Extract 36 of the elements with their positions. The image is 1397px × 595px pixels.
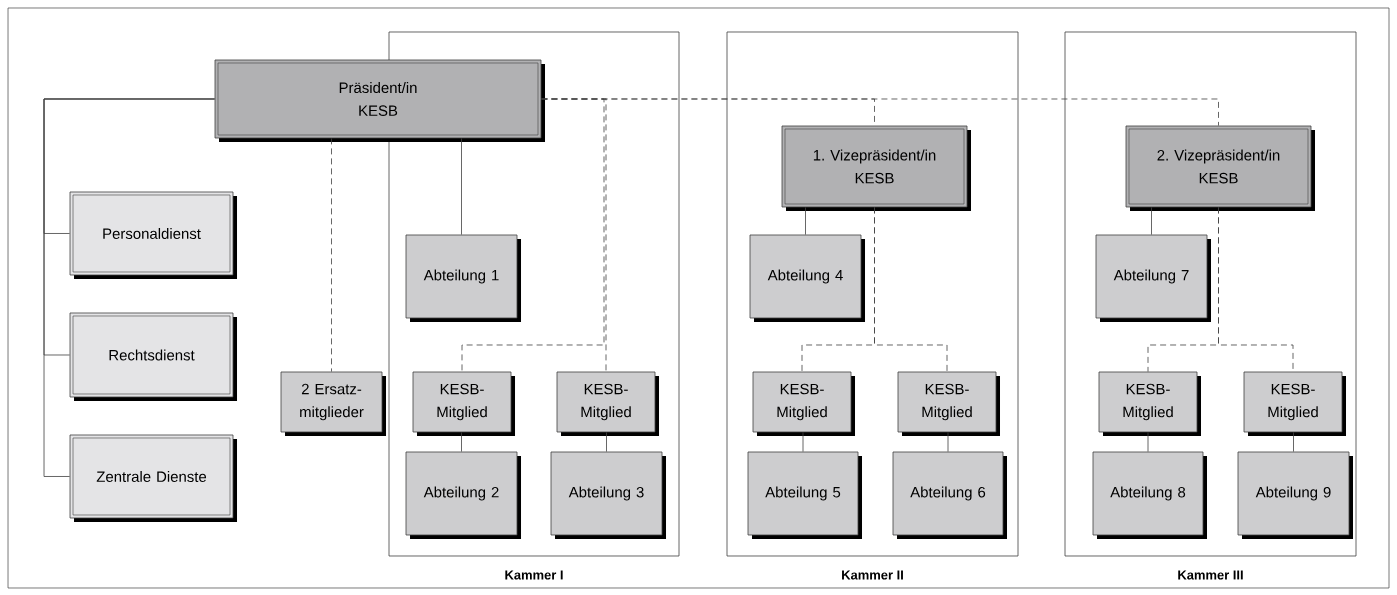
unit-box: KESB-Mitglied [1243,371,1346,436]
connector-line [331,138,332,372]
unit-box: Abteilung 4 [749,234,865,322]
connector-line [461,98,605,372]
connector-line [874,207,948,372]
connector-line [461,138,462,235]
connector-line [606,432,607,452]
staff-box: Personaldienst [69,191,237,279]
connector-line [1218,207,1294,372]
unit-box: Abteilung 6 [892,451,1007,539]
connector-line [1147,432,1149,452]
connector-line [802,432,804,452]
connector-line [805,207,806,235]
connector-line [1293,432,1294,452]
unit-box: Abteilung 5 [747,451,862,539]
staff-box: Zentrale Dienste [69,434,237,522]
unit-box: KESB-Mitglied [1098,371,1201,436]
unit-box: KESB-Mitglied [752,371,855,436]
staff-box: Rechtsdienst [69,312,237,401]
unit-box: 2 Ersatz-mitglieder [280,371,386,436]
unit-box: Abteilung 1 [405,234,521,322]
unit-box: Abteilung 2 [405,451,521,539]
unit-box: KESB-Mitglied [412,371,515,436]
unit-box: Abteilung 3 [550,451,666,539]
unit-box: Abteilung 9 [1237,451,1353,539]
connector-line [461,432,462,452]
unit-box: KESB-Mitglied [556,371,659,436]
connector-line [43,98,215,477]
leader-box: Präsident/in KESB [214,59,545,142]
connector-line [947,432,949,452]
unit-box: Abteilung 8 [1092,451,1207,539]
leader-box: 1. Vizepräsident/in KESB [781,125,971,211]
connector-line [1151,207,1152,235]
leader-box: 2. Vizepräsident/in KESB [1125,125,1315,211]
unit-box: Abteilung 7 [1095,234,1211,322]
unit-box: KESB-Mitglied [897,371,1000,436]
